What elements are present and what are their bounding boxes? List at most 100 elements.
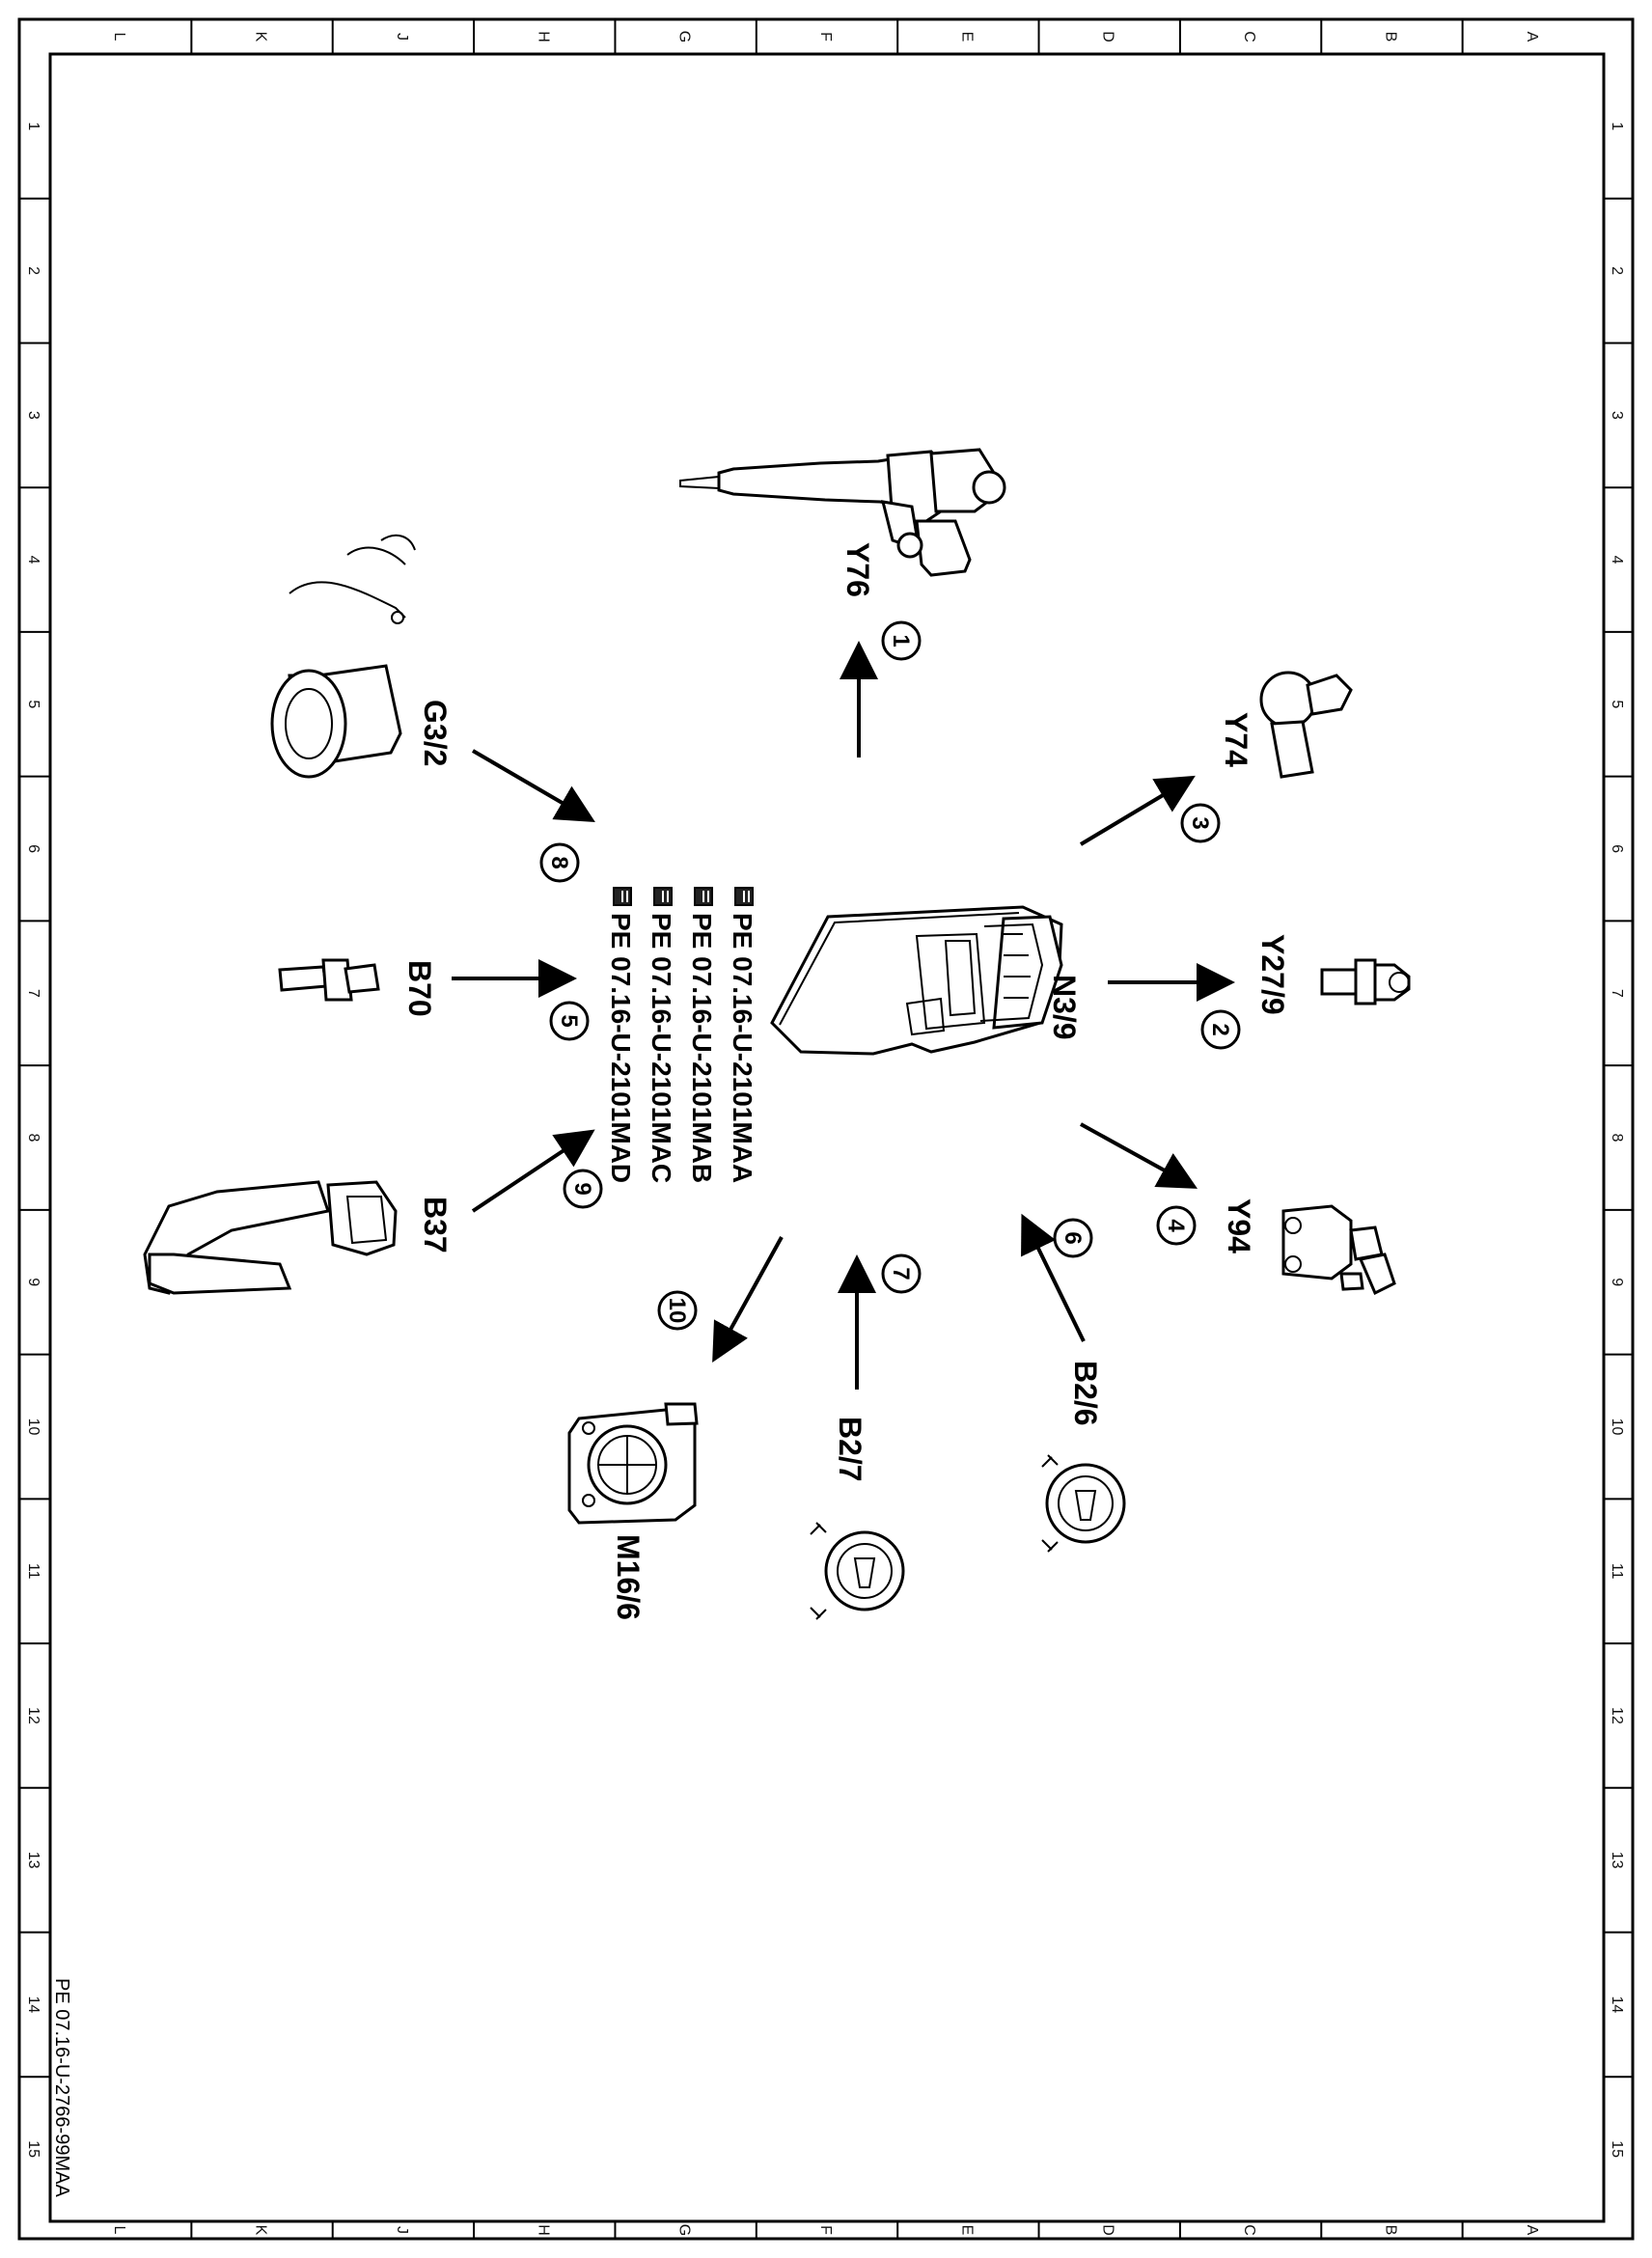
row-number: 1 bbox=[25, 122, 41, 130]
row-number: 4 bbox=[25, 556, 41, 564]
label-b70: B70 bbox=[402, 960, 437, 1017]
row-number: 12 bbox=[1609, 1707, 1625, 1724]
label-m16-6: M16/6 bbox=[611, 1534, 646, 1620]
row-number: 7 bbox=[25, 989, 41, 998]
book-icon bbox=[613, 887, 632, 906]
callout-5: 5 bbox=[549, 1001, 590, 1041]
row-number: 9 bbox=[1609, 1278, 1625, 1286]
callout-1: 1 bbox=[881, 620, 922, 661]
row-number: 10 bbox=[1609, 1418, 1625, 1436]
label-y74: Y74 bbox=[1219, 712, 1253, 767]
column-letter: C bbox=[1241, 2224, 1257, 2236]
svg-text:9: 9 bbox=[569, 1182, 595, 1195]
valve-y27-9 bbox=[1320, 958, 1411, 1005]
book-icon bbox=[694, 887, 713, 906]
column-letter: F bbox=[817, 2225, 834, 2235]
column-letter: G bbox=[676, 2224, 693, 2236]
row-number: 6 bbox=[25, 844, 41, 853]
label-b2-7: B2/7 bbox=[833, 1417, 867, 1482]
arrow-3 bbox=[1079, 775, 1196, 846]
row-number: 5 bbox=[1609, 700, 1625, 708]
column-letter: D bbox=[1100, 31, 1116, 42]
row-number: 2 bbox=[25, 266, 41, 275]
valve-y74 bbox=[1259, 671, 1353, 779]
svg-text:PE 07.16-U-2101MAB: PE 07.16-U-2101MAB bbox=[687, 913, 717, 1183]
callout-6: 6 bbox=[1053, 1218, 1093, 1258]
inner-frame bbox=[48, 52, 1606, 2223]
svg-text:4: 4 bbox=[1163, 1219, 1189, 1232]
injector-y76 bbox=[679, 448, 1006, 577]
row-number: 6 bbox=[1609, 844, 1625, 853]
row-number: 10 bbox=[25, 1418, 41, 1436]
callout-8: 8 bbox=[539, 842, 580, 883]
reference-4: PE 07.16-U-2101MAD bbox=[606, 887, 636, 1183]
column-letter: K bbox=[253, 2225, 269, 2236]
row-number: 4 bbox=[1609, 556, 1625, 564]
document-id: PE 07.16-U-2766-99MAA bbox=[51, 1978, 72, 2197]
column-letter: L bbox=[111, 2226, 127, 2235]
mass-air-flow-sensor-b2-6 bbox=[1041, 1454, 1126, 1553]
row-number: 11 bbox=[1609, 1563, 1625, 1580]
label-b37: B37 bbox=[418, 1197, 453, 1253]
row-number: 3 bbox=[1609, 411, 1625, 420]
column-letter: F bbox=[817, 32, 834, 41]
svg-text:6: 6 bbox=[1060, 1231, 1086, 1244]
reference-1: PE 07.16-U-2101MAA bbox=[728, 887, 757, 1183]
camshaft-sensor-b70 bbox=[278, 958, 380, 1002]
column-letter: A bbox=[1524, 2225, 1540, 2236]
valve-y94 bbox=[1281, 1204, 1396, 1296]
svg-text:10: 10 bbox=[664, 1298, 690, 1324]
svg-text:PE 07.16-U-2101MAC: PE 07.16-U-2101MAC bbox=[647, 913, 676, 1183]
row-number: 9 bbox=[25, 1278, 41, 1286]
column-letter: B bbox=[1382, 2225, 1398, 2236]
arrow-4 bbox=[1080, 1122, 1198, 1189]
callout-4: 4 bbox=[1156, 1205, 1197, 1246]
callout-7: 7 bbox=[881, 1253, 922, 1294]
column-letter: B bbox=[1382, 32, 1398, 42]
callout-2: 2 bbox=[1200, 1009, 1241, 1050]
callout-9: 9 bbox=[563, 1169, 603, 1209]
callout-3: 3 bbox=[1180, 803, 1221, 843]
row-number: 14 bbox=[1609, 1996, 1625, 2014]
row-number: 7 bbox=[1609, 989, 1625, 998]
column-letter: J bbox=[394, 2226, 410, 2234]
column-letter: H bbox=[535, 31, 551, 42]
center-label: N3/9 bbox=[1047, 975, 1082, 1040]
svg-text:5: 5 bbox=[556, 1014, 582, 1027]
arrow-6 bbox=[1021, 1213, 1086, 1342]
svg-text:PE 07.16-U-2101MAA: PE 07.16-U-2101MAA bbox=[728, 913, 757, 1183]
column-letter: K bbox=[253, 32, 269, 42]
column-letter: C bbox=[1241, 31, 1257, 42]
row-number: 15 bbox=[25, 2140, 41, 2158]
column-letter: J bbox=[394, 33, 410, 41]
row-number: 1 bbox=[1609, 122, 1625, 130]
svg-text:1: 1 bbox=[888, 634, 914, 647]
svg-text:2: 2 bbox=[1207, 1023, 1233, 1035]
row-number: 14 bbox=[25, 1996, 41, 2014]
svg-text:7: 7 bbox=[888, 1267, 914, 1280]
arrow-10 bbox=[712, 1236, 784, 1363]
glow-plug-module-g3-2 bbox=[270, 534, 416, 779]
svg-text:8: 8 bbox=[546, 856, 572, 868]
book-icon bbox=[653, 887, 673, 906]
row-number: 11 bbox=[25, 1563, 41, 1580]
svg-text:3: 3 bbox=[1187, 816, 1213, 829]
row-number: 5 bbox=[25, 700, 41, 708]
row-number: 3 bbox=[25, 411, 41, 420]
row-number: 2 bbox=[1609, 266, 1625, 275]
column-letter: E bbox=[958, 32, 975, 42]
row-number: 12 bbox=[25, 1707, 41, 1724]
label-y27-9: Y27/9 bbox=[1255, 934, 1290, 1015]
reference-3: PE 07.16-U-2101MAC bbox=[647, 887, 676, 1183]
row-number: 13 bbox=[25, 1852, 41, 1869]
outer-frame bbox=[17, 17, 1635, 2241]
row-number: 8 bbox=[25, 1134, 41, 1143]
column-letter: A bbox=[1524, 32, 1540, 42]
callout-10: 10 bbox=[657, 1290, 698, 1331]
label-y94: Y94 bbox=[1222, 1198, 1256, 1253]
label-b2-6: B2/6 bbox=[1068, 1361, 1103, 1426]
svg-text:PE 07.16-U-2101MAD: PE 07.16-U-2101MAD bbox=[606, 913, 636, 1183]
book-icon bbox=[734, 887, 754, 906]
